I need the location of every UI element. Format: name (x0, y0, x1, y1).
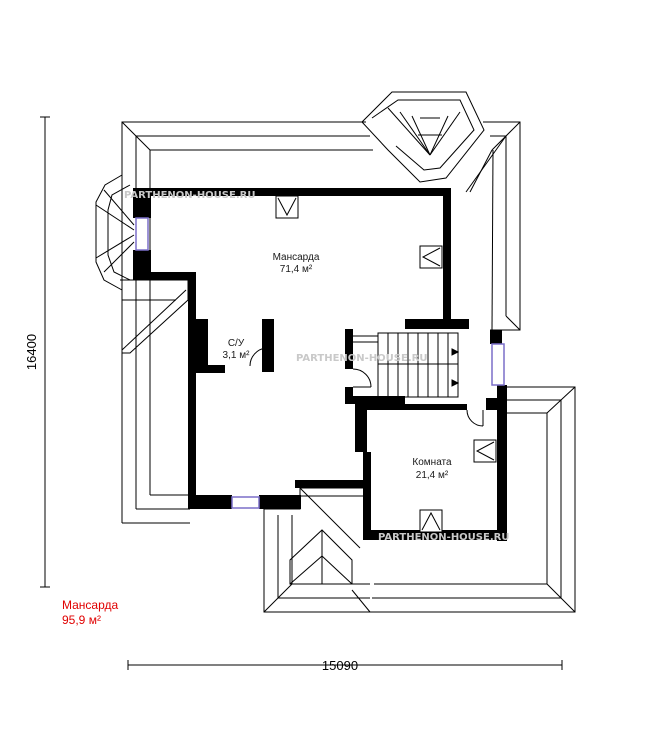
watermark-bottom: PARTHENON-HOUSE.RU (378, 532, 509, 543)
skylights (275, 195, 497, 533)
doors (249, 347, 484, 427)
watermarks: PARTHENON-HOUSE.RU PARTHENON-HOUSE.RU PA… (124, 190, 509, 543)
room-mansarda-name: Мансарда (273, 252, 320, 263)
room-komnata-name: Комната (412, 457, 452, 468)
watermark-top: PARTHENON-HOUSE.RU (124, 190, 255, 201)
roof-outline (95, 91, 576, 613)
room-mansarda-area: 71,4 м² (280, 264, 313, 275)
dimension-horizontal (127, 660, 563, 670)
walls (133, 188, 507, 541)
room-labels: Мансарда 71,4 м² С/У 3,1 м² Комната 21,4… (223, 252, 452, 481)
dimension-width-label: 15090 (322, 658, 358, 673)
floor-summary-area: 95,9 м² (62, 613, 101, 627)
dimension-vertical (40, 116, 50, 588)
room-komnata-area: 21,4 м² (416, 470, 449, 481)
room-wc-name: С/У (228, 338, 245, 349)
windows (135, 217, 505, 509)
watermark-middle: PARTHENON-HOUSE.RU (296, 353, 427, 364)
stairs (353, 332, 460, 398)
floor-summary: Мансарда 95,9 м² (62, 598, 118, 628)
dimension-height-label: 16400 (24, 334, 39, 370)
room-wc-area: 3,1 м² (223, 350, 251, 361)
floor-summary-name: Мансарда (62, 598, 119, 612)
